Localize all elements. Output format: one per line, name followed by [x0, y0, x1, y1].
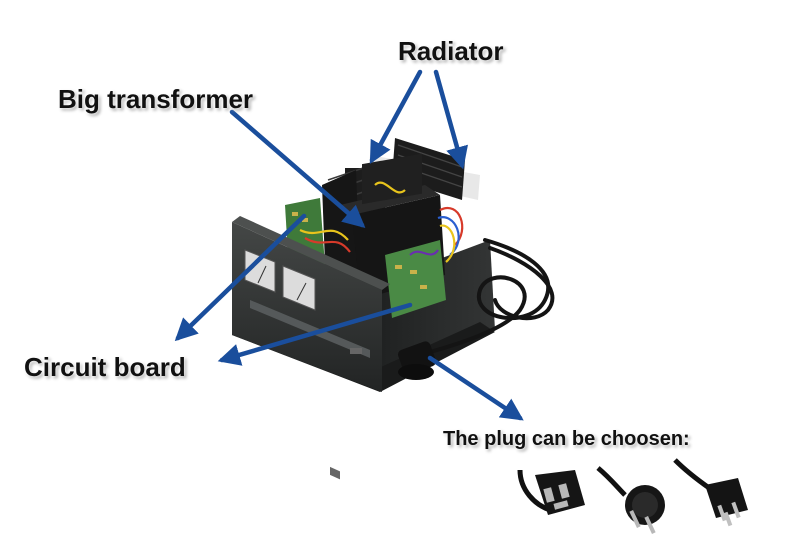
plug-options: [517, 458, 748, 535]
eu-schuko-plug-icon: [596, 466, 665, 535]
circuit-arrow-lower: [217, 302, 413, 366]
circuit-arrow-upper: [174, 213, 307, 342]
us-plug-icon: [673, 458, 748, 527]
radiator-label: Radiator: [398, 36, 504, 66]
power-cable: [428, 238, 555, 354]
internal-wiring: [299, 181, 464, 263]
attached-plug: [397, 341, 437, 380]
radiator-arrow-right: [433, 69, 468, 170]
transformer-arrow: [229, 109, 366, 228]
uk-plug-icon: [517, 469, 585, 515]
ammeter: [282, 265, 316, 311]
annotation-arrows: [174, 69, 524, 421]
circuit-board-label: Circuit board: [24, 352, 186, 382]
plug-arrow: [427, 355, 524, 421]
power-supply-unit: [232, 138, 555, 480]
radiator-arrow-left: [369, 69, 423, 164]
plug-caption: The plug can be choosen:: [443, 428, 690, 450]
big-transformer-label: Big transformer: [58, 84, 254, 114]
